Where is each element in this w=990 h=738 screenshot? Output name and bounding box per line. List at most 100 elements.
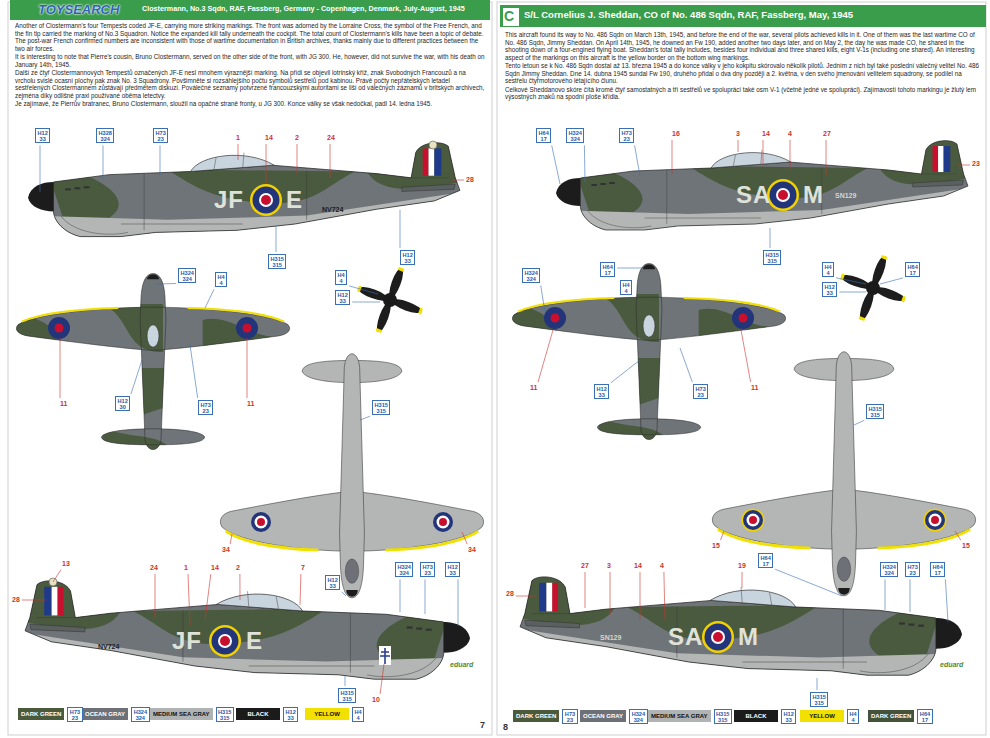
leader-line xyxy=(738,140,739,152)
watermark: TOYSEARCH xyxy=(38,2,119,17)
description-text: It is interesting to note that Pierre's … xyxy=(15,53,485,68)
leader-line xyxy=(103,145,104,180)
color-name: DARK GREEN xyxy=(21,711,61,717)
leader-line xyxy=(763,140,764,165)
description-text: Je zajímavé, že Pierrův bratranec, Bruno… xyxy=(15,100,485,108)
paint-code: H12 33 xyxy=(594,384,609,399)
callout-number: 15 xyxy=(962,542,970,550)
paint-code: H315 315 xyxy=(763,250,781,265)
serial-number: NV724 xyxy=(98,643,119,651)
leader-line xyxy=(400,210,401,248)
code-letters: M xyxy=(803,183,824,207)
letter-box: C xyxy=(503,8,519,26)
color-chip: YELLOW xyxy=(305,708,349,720)
callout-number: 4 xyxy=(788,130,792,138)
callout-number: 2 xyxy=(236,564,240,572)
description-text: Další ze čtyř Clostermannových Tempestů … xyxy=(15,69,485,99)
serial-number: SN129 xyxy=(835,192,856,200)
code-letters: SA xyxy=(736,183,771,207)
leader-line xyxy=(538,330,553,382)
color-chip: DARK GREEN xyxy=(513,710,559,722)
leader-line xyxy=(945,579,948,622)
leader-line xyxy=(854,420,864,425)
paint-code: H12 33 xyxy=(283,707,298,722)
callout-number: 11 xyxy=(60,400,67,408)
leader-line xyxy=(640,572,641,620)
paint-code: H64 17 xyxy=(758,553,773,568)
code-letters: JF xyxy=(172,629,202,653)
text-column: Another of Clostermann's four Tempests c… xyxy=(15,22,485,109)
paint-code: H4 4 xyxy=(620,280,632,295)
callout-number: 27 xyxy=(823,130,831,138)
color-name: DARK GREEN xyxy=(871,713,911,719)
leader-line xyxy=(400,579,401,612)
callout-number: 34 xyxy=(468,546,476,554)
callout-number: 11 xyxy=(530,384,537,392)
leader-line xyxy=(958,165,970,166)
leader-line xyxy=(541,285,545,312)
text-column: This aircraft found its way to No. 486 S… xyxy=(505,31,981,102)
callout-number: 13 xyxy=(62,560,70,568)
color-chip: OCEAN GRAY xyxy=(580,710,626,722)
color-name: YELLOW xyxy=(809,713,835,719)
leader-line xyxy=(40,145,41,192)
paint-code: H4 4 xyxy=(215,272,227,287)
leader-line xyxy=(342,592,346,596)
leader-line xyxy=(266,144,267,184)
code-letters: M xyxy=(738,625,759,649)
description-text: Tento letoun se k No. 486 Sqdn dostal až… xyxy=(505,62,981,85)
leader-line xyxy=(60,338,61,398)
leader-line xyxy=(672,140,673,174)
leader-line xyxy=(380,664,384,694)
paint-code: H4 4 xyxy=(335,270,347,285)
color-name: YELLOW xyxy=(314,711,340,717)
callout-number: 1 xyxy=(184,564,188,572)
leader-line xyxy=(635,145,640,176)
paint-code: H12 33 xyxy=(822,282,837,297)
callout-number: 28 xyxy=(506,590,514,598)
leader-line xyxy=(742,572,743,588)
paint-code: H73 23 xyxy=(562,709,577,724)
paint-code: H12 33 xyxy=(445,562,460,577)
leader-line xyxy=(836,278,866,284)
callout-number: 24 xyxy=(327,134,335,142)
paint-code: H12 30 xyxy=(115,396,130,411)
paint-code: H73 23 xyxy=(67,707,82,722)
color-chip: BLACK xyxy=(734,710,778,722)
paint-code: H12 33 xyxy=(781,709,796,724)
leader-line xyxy=(458,579,459,626)
paint-code: H64 17 xyxy=(600,262,615,277)
callout-number: 23 xyxy=(972,160,980,168)
code-letters: E xyxy=(286,188,303,212)
leader-line xyxy=(330,144,331,178)
color-name: BLACK xyxy=(746,713,767,719)
paint-code: H324 324 xyxy=(880,562,898,577)
leader-line xyxy=(680,348,692,382)
color-name: DARK GREEN xyxy=(516,713,556,719)
leader-line xyxy=(160,145,161,176)
paint-code: H315 315 xyxy=(216,707,234,722)
description-text: Celkové Sheddanovo skóre čítá kromě čtyř… xyxy=(505,86,981,101)
leader-line xyxy=(611,360,640,383)
paint-code: H73 23 xyxy=(420,562,435,577)
paint-code: H315 315 xyxy=(810,692,828,707)
leader-line xyxy=(22,600,46,601)
letter-text: C xyxy=(503,8,519,24)
color-chip: BLACK xyxy=(236,708,280,720)
leader-line xyxy=(239,574,240,600)
paint-code: H4 4 xyxy=(822,262,834,277)
color-chip: OCEAN GRAY xyxy=(82,708,128,720)
leader-line xyxy=(190,345,198,398)
logo-text: eduard xyxy=(940,661,963,669)
callout-number: 4 xyxy=(660,562,664,570)
header-bar: S/L Cornelius J. Sheddan, CO of No. 486 … xyxy=(500,5,986,27)
callout-number: 16 xyxy=(672,130,680,138)
serial-number: NV724 xyxy=(322,206,343,214)
leader-line xyxy=(247,338,248,398)
leader-line xyxy=(585,572,586,608)
callout-number: 11 xyxy=(751,384,758,392)
leader-line xyxy=(910,579,911,612)
leader-line xyxy=(741,330,751,382)
